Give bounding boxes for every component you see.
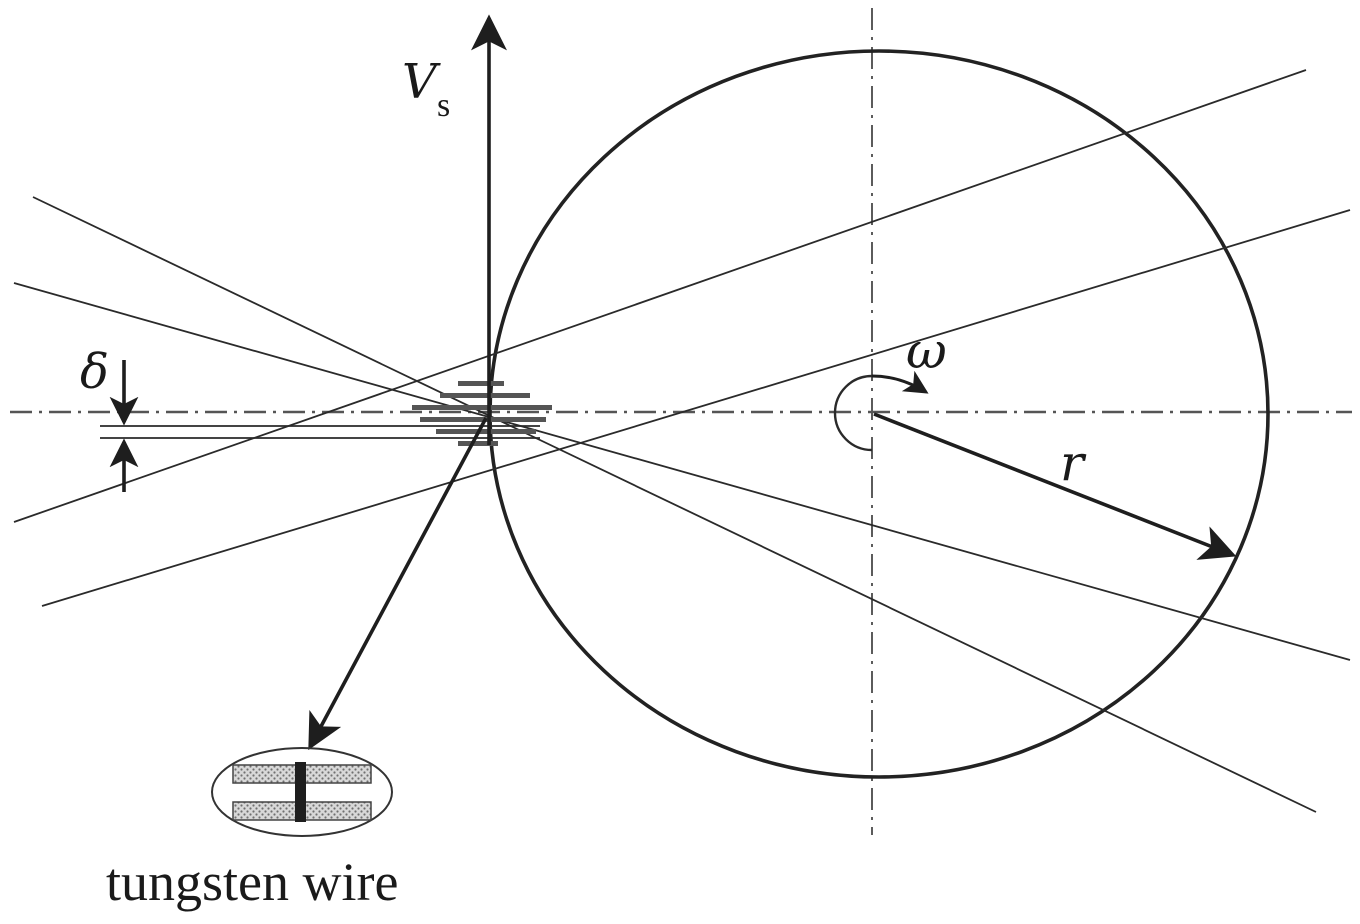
wheel-circle [488,49,1270,779]
radius-label: r [1060,434,1087,492]
velocity-label: V [402,54,441,110]
radius-arrow [873,412,1237,560]
rising-line-lower [41,209,1351,607]
delta-label: δ [80,344,109,400]
rotation-arrow-icon [871,370,929,394]
falling-line-upper [13,282,1351,661]
omega-label: ω [906,322,947,380]
rotation-icon [833,374,873,452]
tungsten-wire-label: tungsten wire [106,852,398,912]
falling-line-lower [32,196,1317,813]
tungsten-wire-detail [211,747,393,837]
contact-zone-hatch [412,381,552,446]
velocity-subscript: s [437,87,450,124]
wire-pointer-arrow [308,417,488,751]
rising-line-upper [13,69,1307,523]
